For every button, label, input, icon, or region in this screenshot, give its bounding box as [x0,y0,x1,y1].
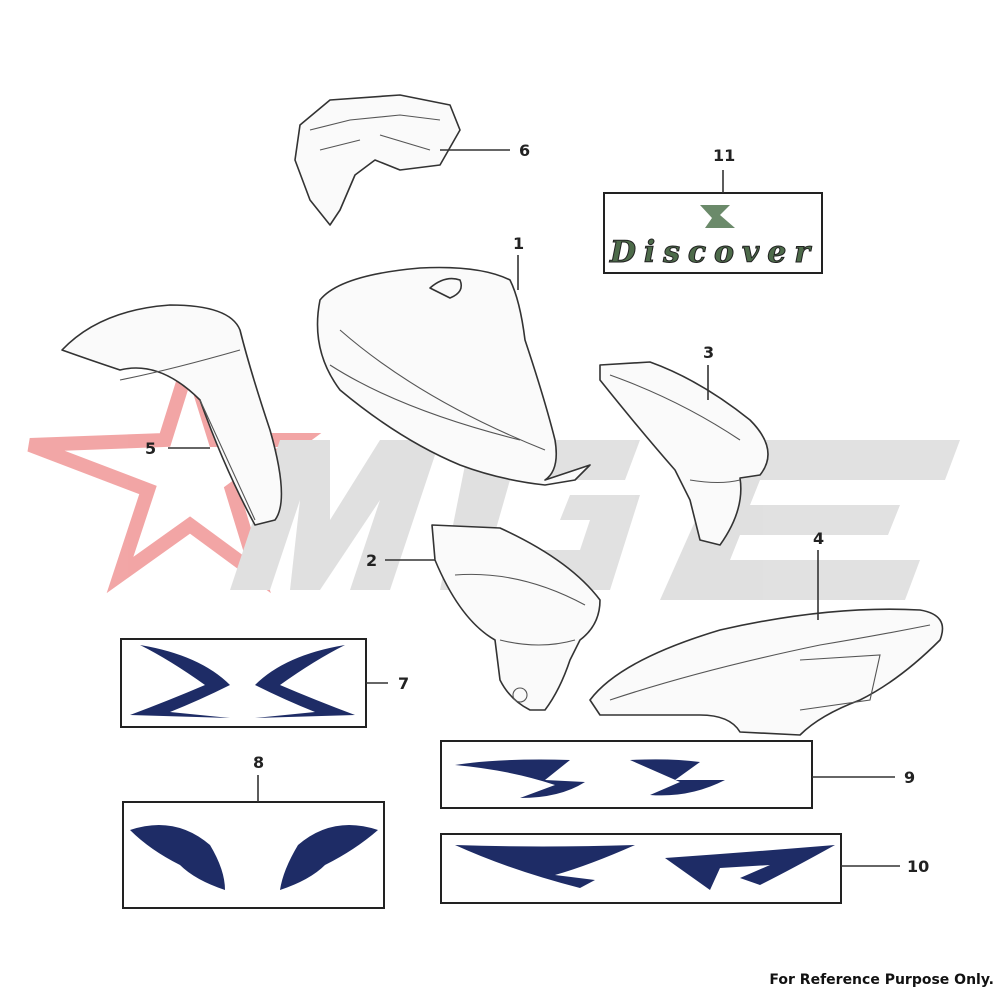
callout-1: 1 [513,234,524,253]
emblem-box: Discover [603,192,823,274]
part-front-fender[interactable] [61,304,283,526]
callout-2: 2 [366,551,377,570]
callout-4: 4 [813,529,824,548]
part-headlight-visor[interactable] [294,94,461,226]
sticker-box-8 [122,801,385,909]
reference-note: For Reference Purpose Only. [769,972,994,988]
sticker-box-10 [440,833,842,904]
part-side-cover-right[interactable] [599,361,769,546]
part-tail-cowl[interactable] [589,608,944,736]
callout-9: 9 [904,768,915,787]
callout-3: 3 [703,343,714,362]
callout-5: 5 [145,439,156,458]
callout-11: 11 [713,146,735,165]
callout-6: 6 [519,141,530,160]
part-fuel-tank[interactable] [316,266,591,486]
sticker-box-9 [440,740,813,809]
callout-10: 10 [907,857,929,876]
sticker-box-7 [120,638,367,728]
callout-8: 8 [253,753,264,772]
logo-x-icon [700,205,735,228]
watermark-letter-m [230,440,440,590]
callout-7: 7 [398,674,409,693]
part-side-cover-left[interactable] [431,524,601,711]
